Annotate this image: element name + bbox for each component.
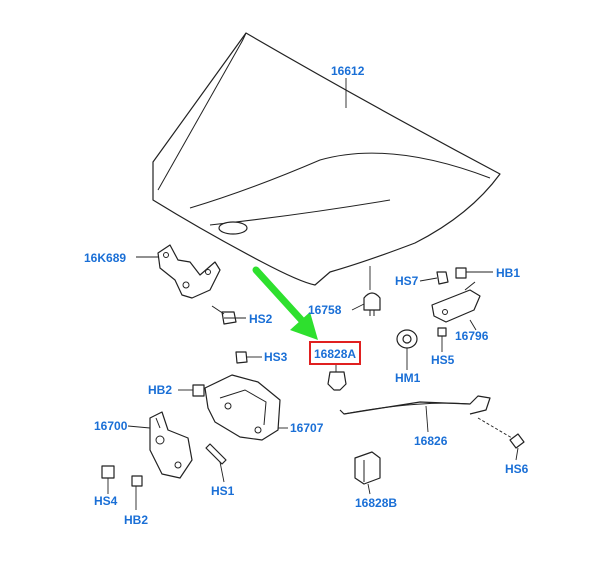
label-hb1: HB1	[496, 266, 520, 280]
release-cable	[339, 395, 513, 439]
label-bumper: 16758	[308, 303, 342, 317]
label-hs2: HS2	[249, 312, 273, 326]
bolt-hs2	[211, 305, 237, 325]
label-hs3: HS3	[264, 350, 288, 364]
label-hs5: HS5	[431, 353, 455, 367]
bracket-assembly	[431, 267, 481, 337]
label-cable: 16826	[414, 434, 448, 448]
arrow-icon	[252, 266, 318, 340]
label-grommet: HM1	[395, 371, 421, 385]
label-clip-highlight: 16828A	[314, 347, 356, 361]
highlight-box	[309, 341, 361, 365]
striker-plate	[204, 374, 281, 441]
leader-lines	[107, 78, 519, 510]
bolt-hs6	[509, 433, 525, 449]
label-hinge-left: 16K689	[84, 251, 126, 265]
hinge-left	[157, 244, 221, 299]
bolt-hs1	[205, 443, 227, 465]
label-hb2-top: HB2	[148, 383, 172, 397]
clip-16828a	[327, 371, 347, 391]
label-hs4: HS4	[94, 494, 118, 508]
label-latch: 16700	[94, 419, 128, 433]
label-hs1: HS1	[211, 484, 235, 498]
label-hb2-bottom: HB2	[124, 513, 148, 527]
label-hood: 16612	[331, 64, 365, 78]
bolt-hs3	[235, 351, 248, 364]
label-hs7: HS7	[395, 274, 419, 288]
bolt-hb2-bottom	[131, 475, 143, 487]
label-striker: 16707	[290, 421, 324, 435]
label-clip-bottom: 16828B	[355, 496, 397, 510]
grommet-hm1	[396, 329, 418, 349]
label-hs6: HS6	[505, 462, 529, 476]
bolt-hb2-top	[192, 384, 205, 397]
hood-panel	[152, 32, 501, 286]
latch-assembly	[149, 411, 193, 479]
hood-bumper	[363, 292, 381, 316]
bolt-hs4	[101, 465, 115, 479]
label-bracket: 16796	[455, 329, 489, 343]
clip-16828b	[354, 451, 381, 485]
